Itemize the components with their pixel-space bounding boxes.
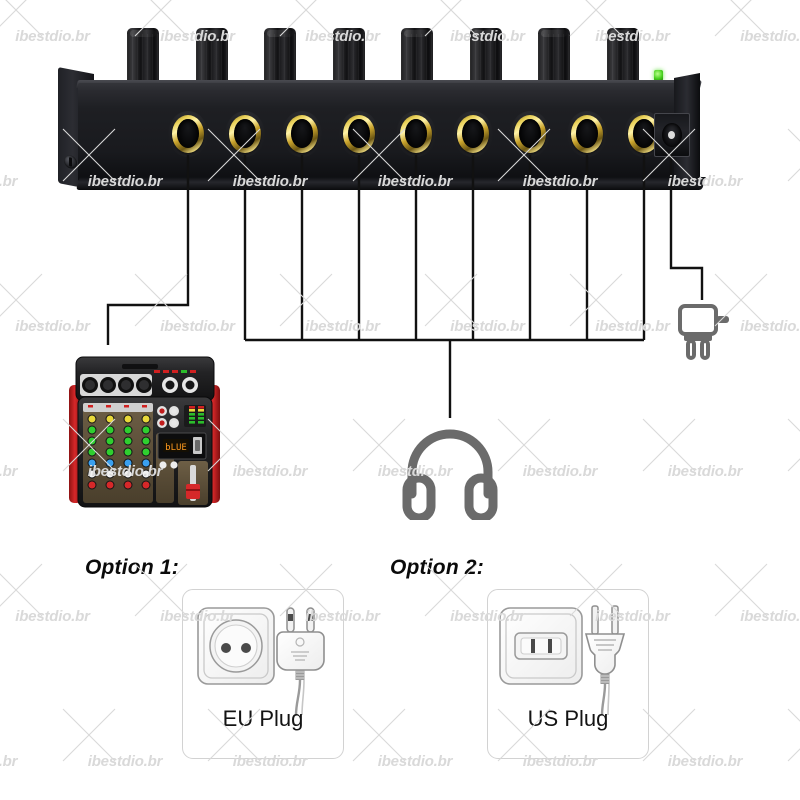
volume-knob[interactable] (538, 28, 570, 86)
eu-plug-illustration (197, 607, 325, 716)
mixer-meter-segment (198, 413, 204, 416)
mixer-channel-knob[interactable] (141, 425, 151, 435)
jack-hole (291, 119, 313, 148)
mixer-meter-segment (189, 413, 195, 416)
knob-ridges (195, 34, 228, 86)
mixer-channel-knob[interactable] (87, 480, 97, 490)
mixer-channel-knob[interactable] (123, 414, 133, 424)
mixer-channel-knob[interactable] (141, 447, 151, 457)
mixer-meter-segment (198, 406, 204, 409)
audio-jack[interactable] (453, 111, 493, 157)
mixer-channel-knob[interactable] (141, 469, 151, 479)
volume-knob[interactable] (264, 28, 296, 86)
mixer-channel-knob[interactable] (141, 414, 151, 424)
mixer-meter-segment (198, 421, 204, 424)
volume-knob[interactable] (332, 28, 365, 86)
mixer-channel-knob[interactable] (141, 436, 151, 446)
mixer-meter-segment (189, 409, 195, 412)
power-led (654, 70, 663, 81)
knob-ridges (332, 34, 365, 86)
volume-knob[interactable] (469, 28, 502, 86)
us-plug-illustration (499, 605, 626, 716)
mixer-display-text: bLUE (165, 443, 187, 453)
knob-ridges (127, 34, 159, 86)
audio-jack[interactable] (282, 111, 322, 157)
knob-ridges (264, 34, 296, 86)
jack-hole (405, 119, 427, 148)
mixer-channel-knob[interactable] (123, 469, 133, 479)
audio-jack[interactable] (567, 111, 607, 157)
option-2-label: Option 2: (390, 556, 484, 579)
power-connection-line (669, 155, 704, 300)
headphone-icon (402, 429, 498, 520)
mixer-channel-knob[interactable] (105, 480, 115, 490)
eu-plug-caption: EU Plug (222, 706, 304, 731)
mixer-meter-segment (189, 417, 195, 420)
us-plug-caption: US Plug (527, 706, 609, 731)
eu-plug-card[interactable]: EU Plug (182, 589, 344, 759)
mixer-channel-knob[interactable] (123, 458, 133, 468)
mixer-channel-knob[interactable] (123, 425, 133, 435)
mixer-meter-segment (198, 409, 204, 412)
input-connection-line (106, 155, 190, 345)
knob-ridges (606, 34, 639, 86)
knob-ridges (469, 34, 502, 86)
mixer-channel-knob[interactable] (123, 447, 133, 457)
knob-ridges (538, 34, 570, 86)
mixer-meter-segment (198, 417, 204, 420)
volume-knob[interactable] (195, 28, 228, 86)
mixer-channel-knob[interactable] (123, 480, 133, 490)
mixer-channel-knob[interactable] (123, 436, 133, 446)
headphone-amplifier-device (58, 28, 718, 218)
volume-knob[interactable] (401, 28, 433, 86)
audio-jack[interactable] (396, 111, 436, 157)
jack-hole (462, 119, 484, 148)
option-1-label: Option 1: (85, 556, 179, 579)
audio-jack[interactable] (168, 111, 208, 157)
us-plug-card[interactable]: US Plug (487, 589, 649, 759)
mixer-channel-knob[interactable] (141, 458, 151, 468)
mixer-meter-segment (189, 406, 195, 409)
mixer-meter-segment (189, 421, 195, 424)
jack-hole (177, 119, 199, 148)
volume-knob[interactable] (606, 28, 639, 86)
knob-ridges (401, 34, 433, 86)
jack-hole (576, 119, 598, 148)
mixer-channel-knob[interactable] (141, 480, 151, 490)
